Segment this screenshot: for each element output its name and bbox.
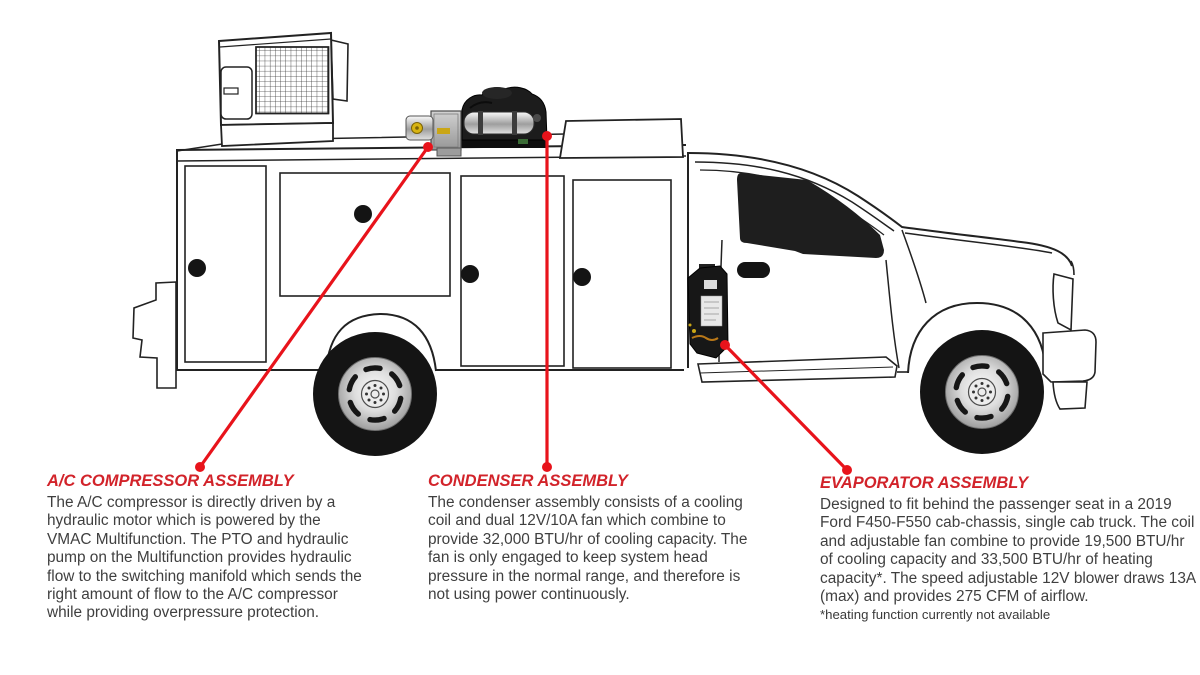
callout-condenser: CONDENSER ASSEMBLY The condenser assembl… [428, 471, 753, 604]
door-handle-mid [354, 205, 372, 223]
door-handle-3 [461, 265, 479, 283]
leader-line-evaporator [720, 340, 852, 475]
condenser-skirt [220, 122, 334, 147]
rear-wheel [313, 332, 437, 456]
callout-evaporator-body: Designed to fit behind the passenger sea… [820, 496, 1196, 606]
headlight [1052, 272, 1074, 332]
door-handle-rear [188, 259, 206, 277]
leader-line-ac-compressor [195, 142, 433, 472]
callout-condenser-title: CONDENSER ASSEMBLY [428, 472, 628, 490]
front-wheel [920, 330, 1044, 454]
condenser-panel-slot [223, 87, 239, 95]
condenser-side-panel [330, 38, 349, 102]
callout-evaporator: EVAPORATOR ASSEMBLY Designed to fit behi… [820, 473, 1198, 623]
evaporator-unit-photo [687, 264, 729, 359]
callout-evaporator-title: EVAPORATOR ASSEMBLY [820, 474, 1029, 492]
cab-door-handle [737, 262, 770, 278]
compressor-assembly-photo [405, 86, 548, 157]
vmac-label [437, 128, 450, 134]
callout-ac-compressor-body: The A/C compressor is directly driven by… [47, 494, 362, 622]
callout-condenser-body: The condenser assembly consists of a coo… [428, 494, 748, 604]
door-handle-4 [573, 268, 591, 286]
front-bumper [1042, 329, 1097, 383]
leader-line-condenser [542, 131, 552, 472]
leader-lines [195, 131, 852, 475]
body-door-4 [572, 179, 672, 369]
rear-step-bumper [132, 281, 177, 389]
front-storage-compartment [558, 118, 684, 159]
front-lower-valance [1052, 381, 1088, 410]
callout-ac-compressor-title: A/C COMPRESSOR ASSEMBLY [47, 472, 294, 490]
front-wheel-arch [907, 301, 1047, 374]
cab-window [737, 173, 884, 258]
condenser-unit-drawing [217, 31, 349, 147]
callout-ac-compressor: A/C COMPRESSOR ASSEMBLY The A/C compress… [47, 471, 365, 623]
evaporator-label [700, 295, 723, 327]
compressor-tank [463, 111, 535, 135]
callout-evaporator-footnote: *heating function currently not availabl… [820, 607, 1051, 623]
rear-wheel-arch [325, 312, 437, 372]
